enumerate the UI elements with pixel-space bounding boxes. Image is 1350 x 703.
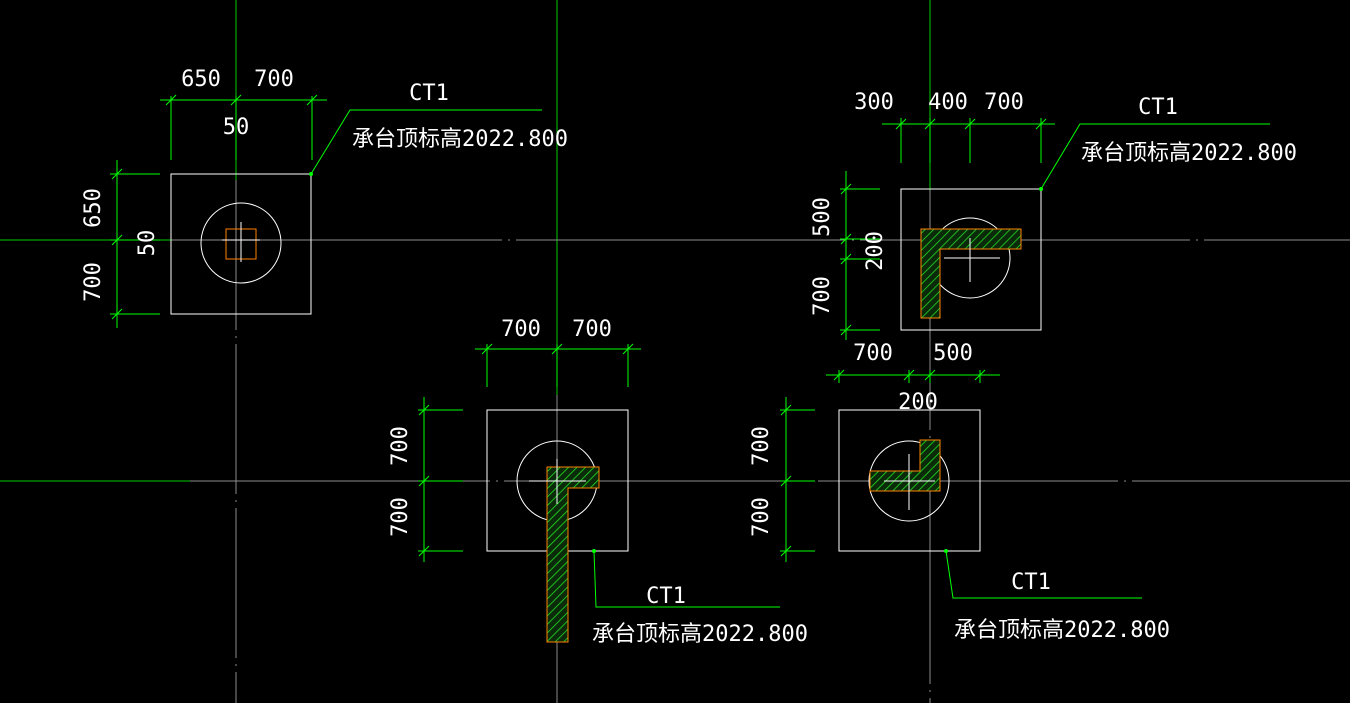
dimension-top	[882, 118, 1055, 163]
dim-text: 700	[853, 341, 893, 366]
cap-outline	[838, 409, 981, 552]
pile-cap-4[interactable]: 700 500 200 700 700 CT1 承台顶标高2022.800	[749, 341, 1170, 643]
dim-text: 400	[928, 90, 968, 115]
wall-column-hatched	[869, 439, 941, 492]
dim-text: 650	[81, 188, 106, 228]
leader-anchor	[944, 549, 948, 553]
dimension-left	[110, 160, 160, 328]
dim-text: 700	[81, 262, 106, 302]
dimension-top	[160, 94, 327, 160]
dim-text: 700	[749, 426, 774, 466]
cap-elevation: 承台顶标高2022.800	[592, 622, 808, 647]
dim-text: 500	[933, 341, 973, 366]
dimension-left	[418, 397, 463, 562]
leader-anchor	[592, 549, 596, 553]
cap-label: CT1	[409, 81, 449, 106]
dim-text: 700	[254, 67, 294, 92]
cap-label: CT1	[1138, 95, 1178, 120]
dimension-top	[475, 343, 641, 387]
pile-cap-1[interactable]: 650 700 50 650 700 50 CT1 承台顶标高2022.800	[81, 67, 568, 328]
wall-column-hatched	[546, 466, 600, 643]
dim-text: 700	[572, 317, 612, 342]
dim-text: 700	[388, 426, 413, 466]
cap-outline	[170, 173, 312, 315]
dim-text: 650	[181, 67, 221, 92]
cap-label: CT1	[646, 584, 686, 609]
dim-text: 500	[810, 197, 835, 237]
cap-elevation: 承台顶标高2022.800	[954, 618, 1170, 643]
dim-text: 700	[749, 497, 774, 537]
pile-circle	[868, 440, 950, 522]
pile-cap-3[interactable]: 300 400 700 500 700 200 CT1 承台顶标高2022.80…	[810, 90, 1297, 340]
dim-text: 700	[810, 276, 835, 316]
dimension-left	[840, 171, 880, 340]
dim-text: 700	[984, 90, 1024, 115]
wall-column-hatched	[920, 228, 1022, 319]
cap-outline	[900, 188, 1042, 331]
dim-text: 50	[223, 115, 250, 140]
dim-text: 200	[863, 231, 888, 271]
leader-line	[310, 109, 542, 175]
dim-text: 200	[898, 390, 938, 415]
leader-line	[593, 550, 780, 608]
dim-text: 50	[135, 230, 160, 257]
leader-line	[945, 550, 1142, 599]
leader-line	[1040, 123, 1270, 190]
cap-elevation: 承台顶标高2022.800	[1081, 141, 1297, 166]
cap-elevation: 承台顶标高2022.800	[352, 127, 568, 152]
pile-circle	[200, 202, 282, 284]
dimension-top	[826, 369, 1000, 383]
leader-anchor	[1039, 187, 1043, 191]
dim-text: 700	[501, 317, 541, 342]
dim-text: 700	[388, 497, 413, 537]
dimension-left	[780, 397, 815, 562]
cap-label: CT1	[1011, 570, 1051, 595]
leader-anchor	[309, 172, 313, 176]
dim-text: 300	[854, 90, 894, 115]
pile-cap-2[interactable]: 700 700 700 700 CT1 承台顶标高2022.800	[388, 317, 808, 647]
